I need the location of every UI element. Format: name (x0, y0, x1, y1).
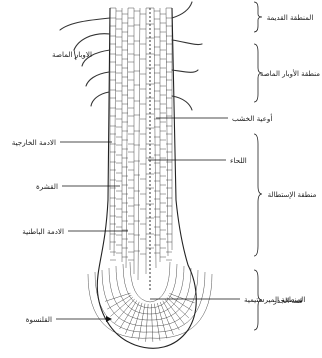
root-outline (97, 8, 196, 348)
root-cell-tissue (88, 8, 212, 342)
label-epidermis: الادمة الخارجية (12, 138, 56, 147)
root-hairs-left (60, 18, 110, 106)
label-endodermis: الادمة الباطنية (22, 227, 64, 236)
label-pericycle: اللحاء (230, 156, 247, 165)
label-xylem: أوعية الخشب (232, 113, 272, 123)
zone-braces (254, 2, 262, 330)
label-cortex: القشرة (36, 182, 58, 191)
label-root-hairs: الاوبار الماصة (52, 50, 92, 59)
zone-root-hair: منطقة الأوبار الماصة (260, 69, 320, 78)
zone-elongation: منطقة الإستطالة (268, 191, 317, 199)
zone-root-tip: قمة الجذر (272, 297, 302, 305)
zone-maturation: المنطقة القديمة (267, 14, 314, 22)
label-root-cap: القلنسوة (26, 315, 52, 324)
root-hairs-right (172, 2, 202, 110)
